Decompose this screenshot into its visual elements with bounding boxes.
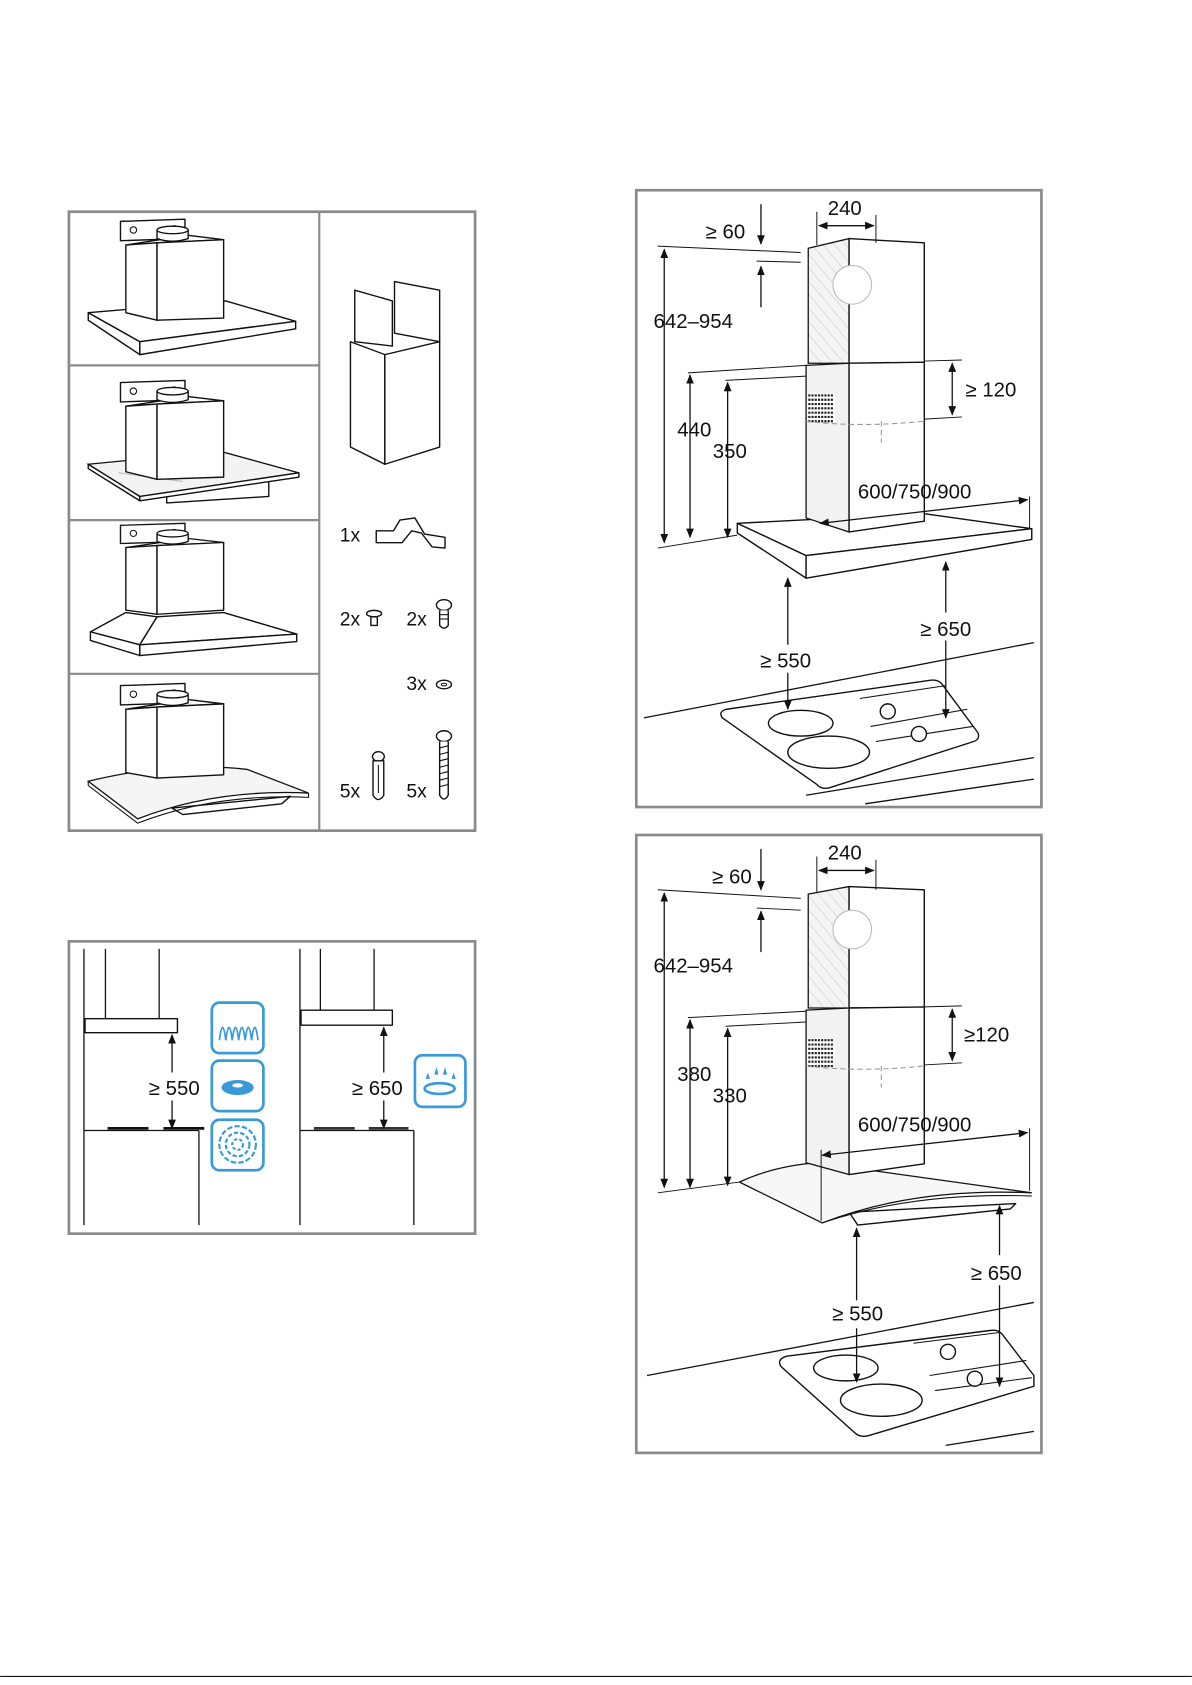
inner-height-label: 350 [713,441,747,463]
chimney-box-icon [119,379,225,480]
hob-icon [720,679,980,789]
hood-width-label: 600/750/900 [858,1115,971,1137]
inner-height-label: 330 [713,1086,747,1108]
overlap-label: ≥120 [964,1024,1009,1046]
long-screw-icon [435,730,453,800]
gas-burner-icon [413,1053,467,1109]
electric-min-label: ≥ 550 [832,1304,883,1326]
washer-icon [435,679,453,690]
hood-width-label: 600/750/900 [858,482,971,504]
wall-plug-icon [371,750,385,801]
dimension-diagram-flat: 240 ≥ 60 642–954 440 350 ≥ 120 600/750/9… [634,188,1043,809]
hood-chimney [805,237,925,533]
count-short-screw: 2x [340,608,361,630]
panel-frame [634,188,1043,809]
height-range-label: 642–954 [654,311,733,333]
count-long-screw: 5x [406,780,427,802]
chimney-box-icon [119,522,225,615]
electric-min-label: ≥ 550 [760,650,811,672]
gas-min-label: ≥ 650 [971,1263,1022,1285]
hood-canopy-curved [737,1162,1032,1226]
gas-hob-scene: ≥ 650 [299,948,415,1226]
bracket-icon [375,517,446,549]
hob-icon [778,1329,1035,1437]
outer-height-label: 440 [677,419,711,441]
panel-frame [634,833,1043,1455]
hood-variant-curved [86,682,310,824]
short-screw-icon [365,609,383,627]
clearance-panel: ≥ 550 ≥ 650 [67,940,477,1236]
electric-coil-icon [210,1001,265,1055]
gas-clearance-label: ≥ 650 [352,1078,403,1100]
top-gap-label: ≥ 60 [706,222,746,244]
gas-min-label: ≥ 650 [920,619,971,641]
countertop-edge [643,641,1035,719]
hotplate-icon [210,1059,265,1113]
hood-variant-pyramid [89,522,298,657]
count-wall-plug: 5x [340,780,361,802]
count-washer: 3x [406,673,427,695]
chimney-cover-icon [349,280,441,465]
hood-variant-glass [86,379,300,504]
electric-hob-scene: ≥ 550 [83,948,205,1226]
electric-clearance-label: ≥ 550 [149,1078,200,1100]
overlap-label: ≥ 120 [965,380,1016,402]
dimension-diagram-curved: 240 ≥ 60 642–954 380 330 ≥120 600/750/90… [634,833,1043,1455]
chimney-box-icon [119,682,225,779]
duct-width-label: 240 [828,843,862,865]
duct-width-label: 240 [828,198,862,220]
hood-variant-flat [87,218,297,356]
count-screw: 2x [406,608,427,630]
panel-frame [67,940,477,1236]
induction-icon [210,1118,265,1172]
count-bracket: 1x [340,525,361,547]
top-gap-label: ≥ 60 [712,866,752,888]
parts-panel: 1x 2x 2x 3x 5x 5x [67,210,477,833]
outer-height-label: 380 [677,1064,711,1086]
countertop-edge [646,1301,1035,1377]
chimney-box-icon [119,218,225,321]
screw-icon [435,598,453,629]
height-range-label: 642–954 [654,956,733,978]
